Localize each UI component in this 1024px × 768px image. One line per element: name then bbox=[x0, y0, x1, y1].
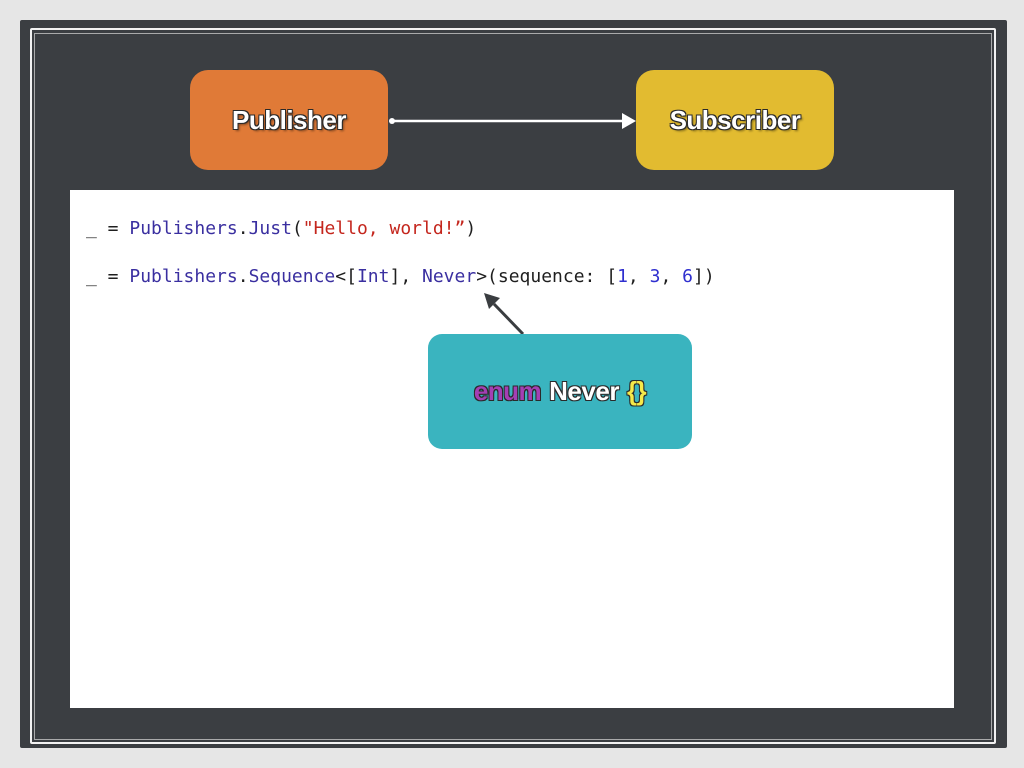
code-number: 3 bbox=[649, 266, 661, 287]
code-type-never: Never bbox=[422, 266, 477, 287]
code-line-just: _ = Publishers.Just("Hello, world!”) bbox=[86, 218, 476, 239]
never-callout: enum Never {} bbox=[428, 334, 692, 449]
code-punct: , bbox=[627, 266, 650, 287]
publisher-node: Publisher bbox=[190, 70, 388, 170]
publisher-to-subscriber-arrow bbox=[389, 113, 636, 129]
code-punct: ], bbox=[389, 266, 422, 287]
code-number: 1 bbox=[617, 266, 628, 287]
code-line-sequence: _ = Publishers.Sequence<[Int], Never>(se… bbox=[86, 266, 715, 287]
code-prefix: _ = bbox=[86, 218, 130, 239]
code-panel bbox=[70, 190, 954, 708]
code-dot: . bbox=[237, 266, 249, 287]
code-paren: ( bbox=[291, 218, 303, 239]
code-punct: , bbox=[660, 266, 683, 287]
code-prefix: _ = bbox=[86, 266, 130, 287]
code-type: Publishers bbox=[129, 218, 238, 239]
board-frame bbox=[30, 28, 996, 744]
code-method: Sequence bbox=[248, 266, 336, 287]
callout-keyword: enum bbox=[473, 376, 542, 406]
publisher-label: Publisher bbox=[232, 104, 346, 135]
subscriber-label: Subscriber bbox=[669, 104, 801, 135]
subscriber-node: Subscriber bbox=[636, 70, 834, 170]
never-callout-arrow bbox=[484, 293, 525, 336]
callout-braces: {} bbox=[626, 376, 647, 406]
code-punct: >(sequence: [ bbox=[476, 266, 618, 287]
code-number: 6 bbox=[682, 266, 693, 287]
code-punct: ]) bbox=[692, 266, 715, 287]
code-type: Publishers bbox=[129, 266, 238, 287]
code-method: Just bbox=[248, 218, 292, 239]
callout-name: Never bbox=[549, 376, 619, 406]
board-frame-inner bbox=[34, 33, 992, 740]
code-string: "Hello, world!” bbox=[302, 218, 466, 239]
code-dot: . bbox=[237, 218, 249, 239]
code-type-int: Int bbox=[356, 266, 390, 287]
code-paren: ) bbox=[465, 218, 477, 239]
code-punct: <[ bbox=[335, 266, 357, 287]
